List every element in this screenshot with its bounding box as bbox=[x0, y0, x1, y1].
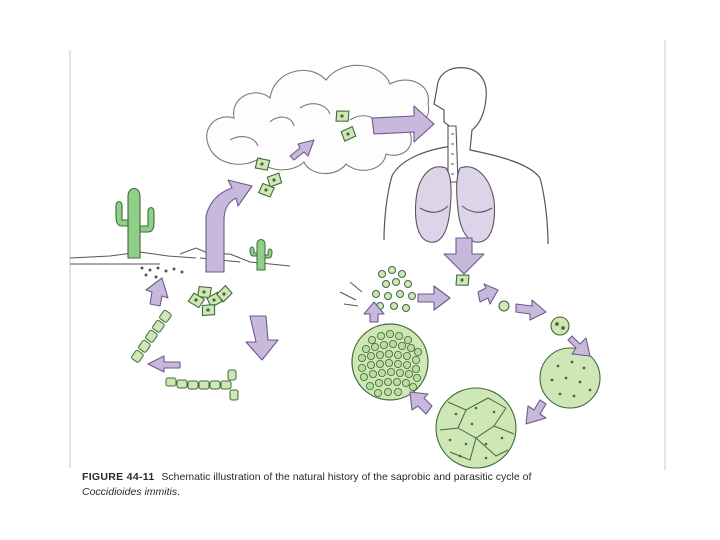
arrow-to-stage-1 bbox=[478, 284, 498, 304]
endospores-icon bbox=[373, 267, 416, 312]
arrow-stage-3-to-4 bbox=[526, 400, 546, 424]
caption-species: Coccidioides immitis bbox=[82, 486, 177, 498]
arrow-to-hyphae-up bbox=[146, 278, 168, 306]
figure-label: FIGURE 44-11 bbox=[82, 471, 154, 483]
spherule-stage-2 bbox=[551, 317, 569, 335]
arrow-lungs-down bbox=[444, 238, 484, 274]
hyphae-icon bbox=[131, 310, 238, 400]
release-lines bbox=[340, 282, 362, 306]
spherule-stage-1 bbox=[499, 301, 509, 311]
caption-end: . bbox=[177, 486, 180, 498]
arrow-stage-1-to-2 bbox=[516, 300, 546, 320]
small-cactus-icon bbox=[250, 240, 272, 271]
caption-text: Schematic illustration of the natural hi… bbox=[161, 471, 531, 483]
arrow-hyphae-left bbox=[148, 356, 180, 372]
arrow-stage-4-to-mature bbox=[410, 392, 432, 414]
soil-particles bbox=[141, 267, 184, 279]
arrow-spores-right bbox=[418, 286, 450, 310]
spherule-stage-3 bbox=[540, 348, 600, 408]
arrow-soil-up bbox=[206, 180, 252, 272]
arrow-conidia-down bbox=[246, 316, 278, 360]
figure-caption: FIGURE 44-11 Schematic illustration of t… bbox=[82, 470, 642, 500]
spherule-stage-4 bbox=[436, 388, 516, 468]
cactus-icon bbox=[116, 189, 154, 259]
lungs-icon bbox=[416, 126, 495, 242]
